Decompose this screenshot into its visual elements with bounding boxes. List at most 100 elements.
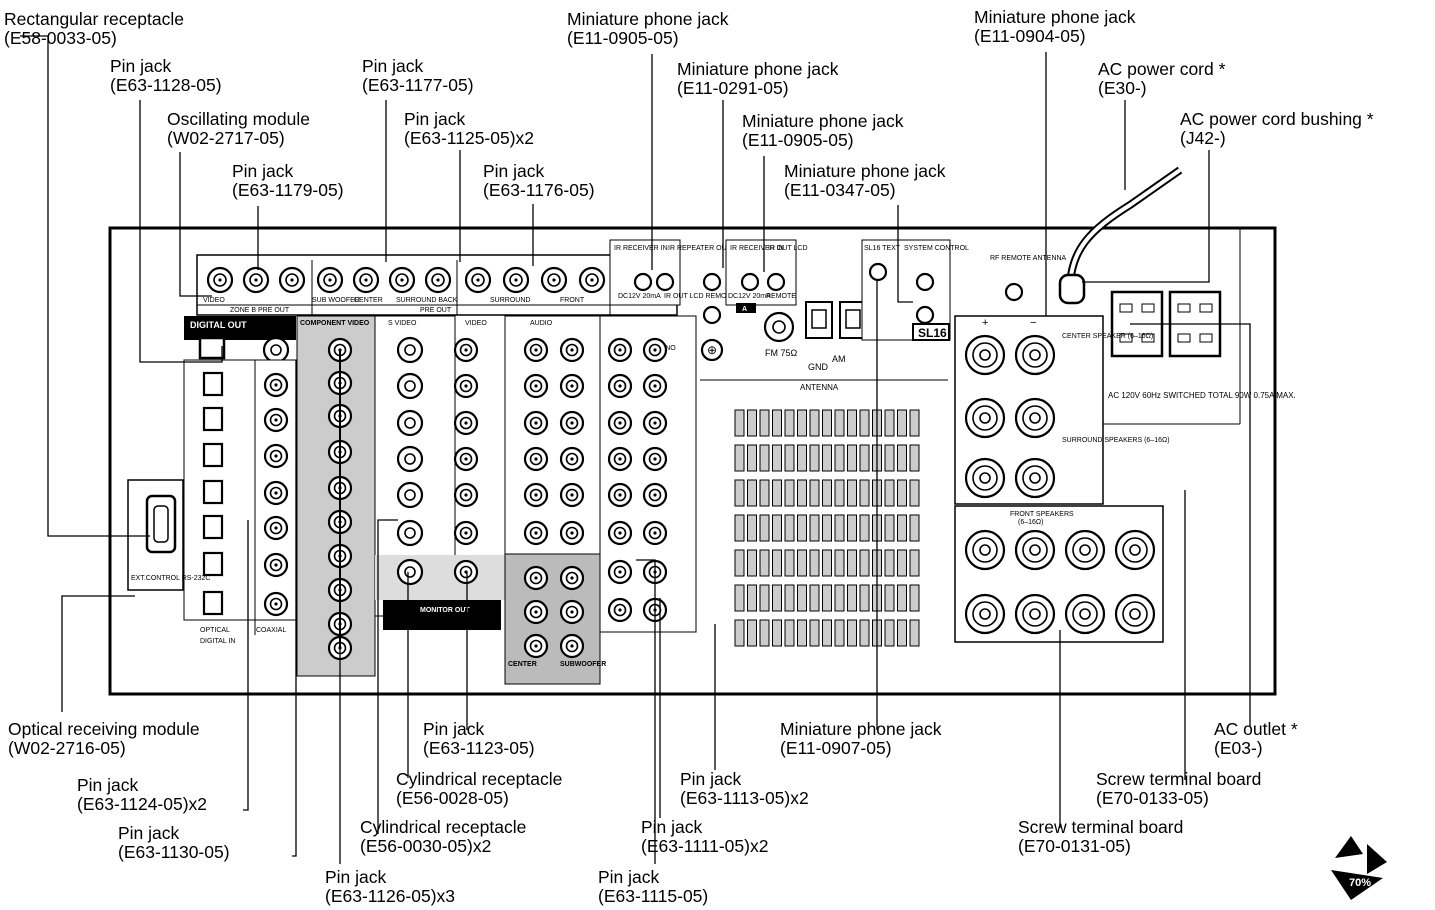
callout-osc-module: Oscillating module(W02-2717-05) <box>167 109 310 148</box>
subwoofer-label: SUB WOOFER <box>312 297 360 304</box>
callout-mini-0904: Miniature phone jack(E11-0904-05) <box>974 7 1136 46</box>
rca-jack <box>278 266 306 294</box>
speaker-terminal <box>1114 529 1156 571</box>
antenna-label: ANTENNA <box>800 383 839 392</box>
rca-jack <box>453 410 479 436</box>
rca-jack <box>263 515 289 541</box>
ext-control-label: EXT.CONTROL RS-232C <box>131 575 210 582</box>
rca-jack <box>607 337 633 363</box>
leader-line <box>636 559 656 864</box>
ir-out-lcd-label: IR OUT LCD REMOTE <box>664 293 736 300</box>
callout-screw-0133: Screw terminal board(E70-0133-05) <box>1096 769 1262 808</box>
rca-jack <box>523 482 549 508</box>
rca-jack <box>559 482 585 508</box>
leader-line <box>20 35 150 537</box>
optical-port <box>202 442 224 468</box>
callout-pin-1111: Pin jack(E63-1111-05)x2 <box>641 817 769 856</box>
optical-port <box>202 371 224 397</box>
s-video-jack <box>396 519 424 547</box>
speaker-terminal <box>964 593 1006 635</box>
callout-screw-0131: Screw terminal board(E70-0131-05) <box>1018 817 1184 856</box>
svg-text:⊕: ⊕ <box>707 343 717 357</box>
video-label: VIDEO <box>465 320 487 327</box>
audio-label: AUDIO <box>530 320 553 327</box>
rca-jack <box>523 446 549 472</box>
rca-jack <box>523 337 549 363</box>
rca-jack <box>206 266 234 294</box>
rca-jack <box>523 565 549 591</box>
rca-jack <box>316 266 344 294</box>
rca-jack <box>523 373 549 399</box>
dvd-center-label: CENTER <box>508 661 537 668</box>
rca-jack <box>263 552 289 578</box>
rca-jack <box>642 410 668 436</box>
rca-jack <box>263 443 289 469</box>
fm-label: FM 75Ω <box>765 348 798 358</box>
sl16-logo: SL16 <box>918 326 947 340</box>
rca-jack <box>263 372 289 398</box>
rca-jack <box>263 407 289 433</box>
speaker-terminal <box>1064 593 1106 635</box>
callout-pin-1128: Pin jack(E63-1128-05) <box>110 56 222 95</box>
svg-text:+: + <box>982 317 988 329</box>
leader-line <box>1130 323 1251 726</box>
rca-jack <box>453 520 479 546</box>
speaker-terminal <box>1014 529 1056 571</box>
rca-jack <box>453 337 479 363</box>
callout-pin-1126: Pin jack(E63-1126-05)x3 <box>325 867 456 906</box>
center-label: CENTER <box>354 297 383 304</box>
rca-jack <box>523 520 549 546</box>
callout-pin-1179: Pin jack(E63-1179-05) <box>232 161 344 200</box>
speaker-terminal <box>1014 334 1056 376</box>
rca-jack <box>424 266 452 294</box>
rca-jack <box>642 337 668 363</box>
callout-pin-1124: Pin jack(E63-1124-05)x2 <box>77 775 208 814</box>
rca-jack <box>453 373 479 399</box>
speaker-terminal <box>964 334 1006 376</box>
optical-port <box>202 590 224 616</box>
rca-jack <box>453 482 479 508</box>
ir-out-lcd-2-label: IR OUT LCD <box>768 245 808 252</box>
svg-text:−: − <box>1030 317 1036 329</box>
s-video-jack <box>396 409 424 437</box>
speaker-terminal <box>1014 397 1056 439</box>
callout-pin-1115: Pin jack(E63-1115-05) <box>598 867 709 906</box>
rca-jack <box>607 482 633 508</box>
callout-pin-1177: Pin jack(E63-1177-05) <box>362 56 474 95</box>
optical-port <box>202 479 224 505</box>
callout-pin-1125: Pin jack(E63-1125-05)x2 <box>404 109 535 148</box>
s-video-label: S VIDEO <box>388 320 417 327</box>
front-ohm-label: (6–16Ω) <box>1018 519 1043 526</box>
gnd-label: GND <box>808 362 829 372</box>
speaker-terminal <box>1064 529 1106 571</box>
rca-jack <box>607 597 633 623</box>
leader-line <box>179 152 212 297</box>
rca-jack <box>263 591 289 617</box>
surround-speakers-label: SURROUND SPEAKERS (6–16Ω) <box>1062 437 1170 444</box>
optical-port <box>202 551 224 577</box>
pre-out-label: PRE OUT <box>420 307 452 314</box>
center-speaker-label: CENTER SPEAKER (6–16Ω) <box>1062 333 1153 340</box>
callout-cyl-0030: Cylindrical receptacle(E56-0030-05)x2 <box>360 817 527 856</box>
optical-label: OPTICAL <box>200 627 230 634</box>
am-label: AM <box>832 354 846 364</box>
coaxial-label: COAXIAL <box>256 627 286 634</box>
callout-pin-1130: Pin jack(E63-1130-05) <box>118 823 230 862</box>
leader-line <box>243 520 249 811</box>
rca-jack <box>559 410 585 436</box>
rca-jack <box>607 559 633 585</box>
rca-jack <box>464 266 492 294</box>
front-label: FRONT <box>560 297 585 304</box>
leader-line <box>139 100 223 363</box>
dvd-subwoofer-label: SUBWOOFER <box>560 661 606 668</box>
surround-back-label: SURROUND BACK <box>396 297 458 304</box>
ir-receiver-2-label: IR RECEIVER IN <box>730 245 784 252</box>
zone-b-video-label: VIDEO <box>203 297 225 304</box>
rf-antenna-label: RF REMOTE ANTENNA <box>990 255 1067 262</box>
rca-jack <box>540 266 568 294</box>
callout-pin-1176: Pin jack(E63-1176-05) <box>483 161 595 200</box>
callout-mini-0905b: Miniature phone jack(E11-0905-05) <box>742 111 904 150</box>
callout-rect-receptacle: Rectangular receptacle(E58-0033-05) <box>4 9 184 48</box>
